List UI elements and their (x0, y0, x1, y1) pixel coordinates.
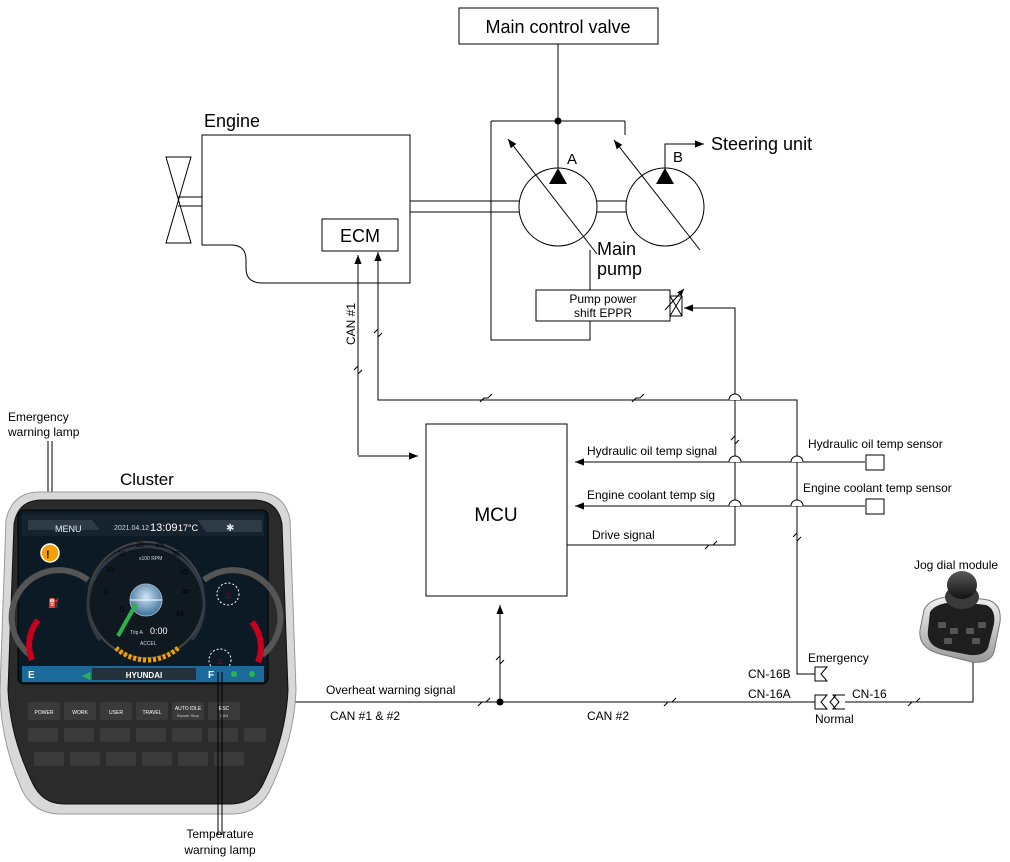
can12-label: CAN #1 & #2 (330, 709, 400, 723)
travel-button[interactable]: TRAVEL (142, 710, 161, 716)
dial-mark-0: 0 (120, 607, 124, 614)
esc-button[interactable]: ESC (219, 706, 230, 712)
dial-mark-20: 20 (136, 542, 144, 549)
cluster-temp: 17°C (178, 523, 199, 533)
instrument-cluster: MENU 2021.04.12 13:09 17°C ✱ ! ⛽ 0 5 10 … (0, 491, 297, 815)
engine-coolant-signal-label: Engine coolant temp sig (587, 488, 715, 502)
can-sub-label: CAN (220, 713, 229, 718)
cluster-keypad (28, 728, 266, 766)
warning-mark: ! (46, 549, 50, 561)
overheat-signal-label: Overheat warning signal (326, 683, 455, 697)
fuel-level-icon: ◀ (82, 670, 91, 682)
emergency-label: Emergency (808, 651, 869, 665)
main-pump-label-1: Main (597, 239, 636, 259)
port-b-label: B (673, 149, 683, 166)
dial-mark-35: 35 (180, 569, 188, 576)
main-pump-a: A (507, 121, 598, 255)
work-button[interactable]: WORK (72, 710, 88, 716)
dial-mark-10: 10 (106, 567, 114, 574)
fuel-icon: ⛽ (48, 597, 59, 608)
power-button[interactable]: POWER (35, 710, 54, 716)
normal-connector (814, 694, 845, 710)
fuel-f-mark: F (208, 670, 214, 681)
pump-power-shift-eppr: Pump power shift EPPR (535, 288, 685, 322)
hyd-temp-icon: ♨ (216, 656, 224, 666)
jog-dial-module: Jog dial module (914, 558, 1001, 663)
fuel-e-mark: E (28, 670, 35, 681)
engine-coolant-sensor (865, 498, 885, 515)
trip-label: Trip A (130, 630, 144, 636)
accel-label: ACCEL (140, 641, 157, 647)
cluster-menu-label: MENU (55, 524, 82, 534)
dial-mark-45: 45 (176, 611, 184, 618)
buzzer-stop-label: Buzzer Stop (177, 713, 200, 718)
hyd-oil-signal-label: Hydraulic oil temp signal (587, 444, 717, 458)
ecm-label: ECM (340, 226, 380, 246)
engine-temp-icon: ♨ (224, 590, 232, 600)
emergency-connector (814, 666, 829, 682)
hyd-oil-sensor (865, 454, 885, 471)
brand-label: HYUNDAI (126, 671, 162, 680)
main-pump-label-2: pump (597, 259, 642, 279)
can1-label: CAN #1 (344, 303, 358, 345)
dial-mark-5: 5 (104, 589, 108, 596)
emergency-lamp-label-1: Emergency (8, 410, 69, 424)
engine-label: Engine (204, 111, 260, 131)
steering-pump-b: B Steering unit (613, 134, 812, 251)
eppr-label-1: Pump power (569, 292, 636, 306)
dial-mark-30: 30 (172, 551, 180, 558)
steering-unit-label: Steering unit (711, 134, 812, 154)
normal-label: Normal (815, 712, 854, 726)
auto-idle-button[interactable]: AUTO IDLE (175, 706, 202, 712)
port-a-label: A (567, 151, 577, 168)
cn16a-label: CN-16A (748, 687, 791, 701)
emergency-warning-lamp-icon (40, 543, 60, 563)
emergency-lamp-label-2: warning lamp (7, 425, 80, 439)
cluster-date: 2021.04.12 (114, 525, 149, 532)
hyd-oil-sensor-label: Hydraulic oil temp sensor (808, 437, 943, 451)
main-control-valve: Main control valve (458, 7, 659, 45)
main-control-valve-label: Main control valve (485, 17, 630, 37)
cn16-label: CN-16 (852, 687, 887, 701)
cluster-time: 13:09 (150, 522, 178, 534)
mcu-label: MCU (474, 505, 517, 526)
jog-dial-label: Jog dial module (914, 558, 998, 572)
cn16b-label: CN-16B (748, 667, 791, 681)
dial-mark-40: 40 (182, 589, 190, 596)
user-button[interactable]: USER (109, 710, 123, 716)
dial-mark-15: 15 (118, 551, 126, 558)
drive-signal-label: Drive signal (592, 528, 655, 542)
engine-coolant-sensor-label: Engine coolant temp sensor (803, 481, 952, 495)
eppr-label-2: shift EPPR (574, 306, 632, 320)
cooling-fan-icon (165, 156, 192, 244)
temp-lamp-label-2: warning lamp (183, 843, 256, 857)
mcu: MCU (425, 423, 568, 597)
temp-lamp-label-1: Temperature (186, 827, 254, 841)
rpm-label: x100 RPM (139, 556, 162, 562)
engine: Engine ECM (165, 111, 411, 284)
dial-mark-25: 25 (156, 542, 164, 549)
cluster-mode-buttons: POWER WORK USER TRAVEL AUTO IDLE Buzzer … (28, 702, 240, 720)
can2-label: CAN #2 (587, 709, 629, 723)
cluster-label: Cluster (120, 470, 174, 489)
fan-icon: ✱ (226, 523, 234, 534)
trip-value: 0:00 (150, 626, 168, 636)
